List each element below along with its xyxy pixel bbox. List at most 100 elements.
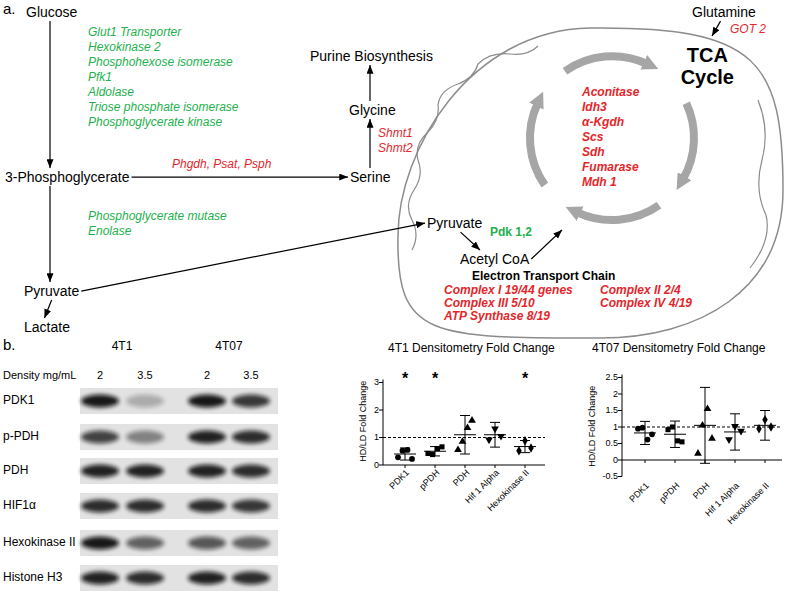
cell-line-label: 4T1: [112, 340, 133, 354]
mitochondrion-outline: [398, 28, 783, 338]
enzyme-label: Enolase: [88, 225, 131, 239]
x-axis: [622, 460, 782, 461]
flow-arrow: [132, 176, 348, 177]
dot-plot: [379, 380, 545, 469]
blot-band: [188, 572, 226, 585]
category-label: pPDH: [657, 480, 681, 504]
complex-label: Complex IV 4/19: [600, 297, 692, 311]
data-point: [459, 437, 467, 444]
data-point: [409, 456, 415, 462]
error-cap: [700, 463, 710, 464]
blot-strip: [80, 458, 278, 484]
complex-label: Complex I 19/44 genes: [444, 284, 573, 298]
category-label: PDH: [451, 467, 472, 488]
data-point: [464, 423, 472, 430]
flow-arrow: [369, 119, 370, 168]
axis-tick-mark: [765, 460, 766, 463]
error-cap: [490, 422, 500, 423]
axis-tick: 1: [374, 432, 379, 442]
error-cap: [700, 387, 710, 388]
axis-tick: -0.5: [602, 471, 618, 481]
connectors: [44, 21, 720, 318]
blot-band: [126, 537, 164, 550]
enzyme-label: Idh3: [582, 101, 607, 115]
enzyme-label: Phosphoglycerate kinase: [88, 116, 222, 130]
metabolite-node: Glutamine: [690, 3, 758, 21]
mean-line: [454, 434, 476, 435]
metabolite-node: Pyruvate: [22, 282, 81, 300]
generated-marks: [80, 375, 782, 592]
data-point: [400, 448, 406, 454]
error-cap: [460, 415, 470, 416]
data-point: [699, 421, 707, 428]
blot-row-label: Hexokinase II: [3, 536, 76, 550]
data-point: [640, 425, 646, 431]
blot-row-label: p-PDH: [3, 430, 39, 444]
chain-heading: Electron Transport Chain: [472, 270, 615, 284]
blot-row-label: Histone H3: [3, 571, 62, 585]
blot-band: [188, 395, 226, 408]
error-cap: [640, 421, 650, 422]
data-point: [725, 437, 733, 444]
data-point: [649, 431, 655, 437]
node-text: Lactate: [24, 319, 70, 335]
chart-title: 4T07 Densitometry Fold Change: [592, 342, 765, 356]
panel-letter: a.: [3, 0, 16, 17]
axis-tick-mark: [618, 377, 622, 378]
y-axis: [383, 380, 384, 466]
metabolite-node: Glucose: [24, 3, 79, 21]
axis-tick-mark: [618, 443, 622, 444]
error-cap: [760, 440, 770, 441]
data-point: [528, 443, 533, 452]
y-axis: [622, 375, 623, 477]
blot-band: [232, 465, 270, 478]
data-point: [704, 404, 712, 411]
blot-row-label: PDK1: [3, 394, 34, 408]
node-text: TCA Cycle: [681, 44, 734, 88]
blot-band: [126, 500, 164, 513]
enzyme-label: Mdh 1: [582, 176, 617, 190]
node-text: Glycine: [349, 102, 396, 118]
axis-title: HD/LD Fold Change: [359, 380, 369, 461]
blot-band: [188, 465, 226, 478]
axis-tick: 3: [374, 377, 379, 387]
enzyme-label: Scs: [582, 131, 603, 145]
error-cap: [730, 413, 740, 414]
blot-band: [188, 500, 226, 513]
category-label: PDH: [691, 480, 712, 501]
data-point: [485, 437, 493, 444]
axis-tick: 0: [374, 460, 379, 470]
data-point: [756, 424, 761, 433]
blot-row-label: PDH: [3, 464, 28, 478]
error-cap: [670, 421, 680, 422]
axis-tick: 2: [613, 389, 618, 399]
cell-line-label: 4T07: [215, 340, 242, 354]
error-cap: [730, 450, 740, 451]
axis-tick-mark: [618, 460, 622, 461]
error-cap: [490, 447, 500, 448]
data-point: [708, 434, 716, 441]
enzyme-label: Pfk1: [88, 71, 112, 85]
flow-arrow: [461, 232, 480, 250]
metabolite-node: Serine: [348, 168, 392, 186]
blot-band: [126, 465, 164, 478]
blot-band: [232, 431, 270, 444]
chart-title: 4T1 Densitometry Fold Change: [388, 342, 555, 356]
significance-mark: *: [522, 370, 528, 388]
axis-tick-mark: [675, 460, 676, 463]
blot-band: [126, 431, 164, 444]
enzyme-label: α-Kgdh: [582, 116, 624, 130]
blot-strip: [80, 530, 278, 556]
error-cap: [460, 454, 470, 455]
cycle-arrow: [565, 56, 647, 71]
blot-row-label: HIF1α: [3, 499, 36, 513]
density-value: 2: [204, 369, 210, 382]
blot-band: [232, 572, 270, 585]
enzyme-label: Aconitase: [582, 86, 639, 100]
data-point: [665, 427, 670, 432]
metabolite-node: Acetyl CoA: [458, 250, 531, 268]
enzyme-label: Pdk 1,2: [490, 226, 532, 240]
flow-arrow: [712, 21, 721, 36]
significance-mark: *: [432, 370, 438, 388]
